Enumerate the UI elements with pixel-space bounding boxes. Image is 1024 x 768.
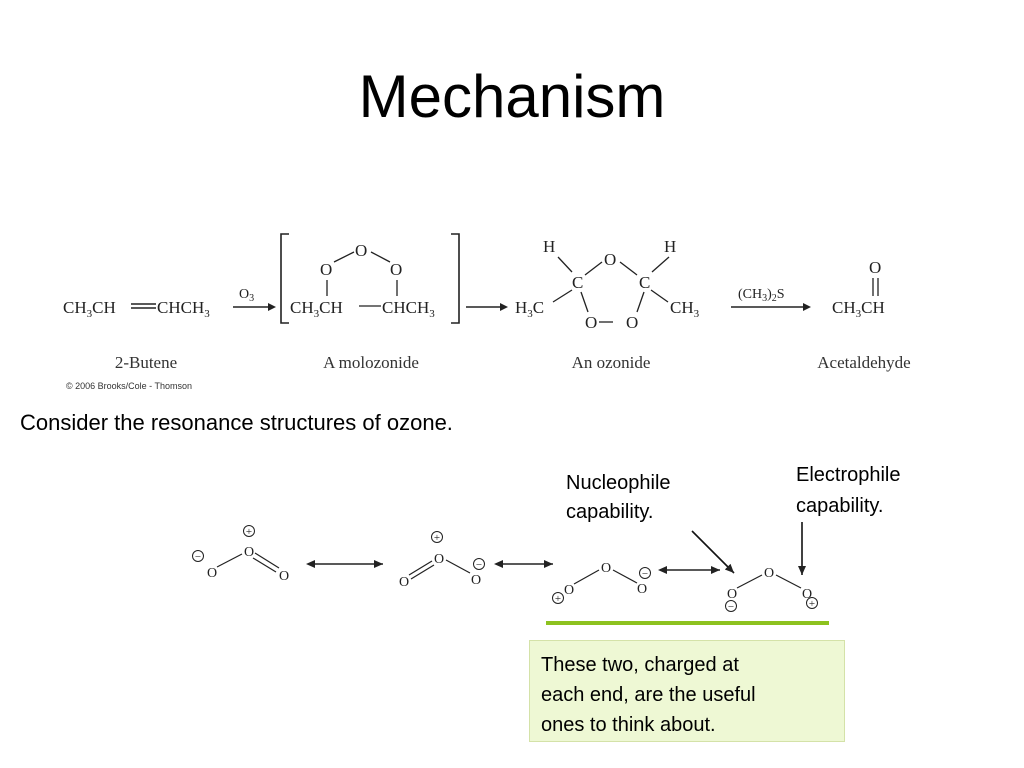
electrophile-line-1: Electrophile: [796, 464, 901, 486]
minus-sign: −: [642, 568, 648, 580]
svg-text:H3C: H3C: [515, 298, 544, 320]
note-line-3: ones to think about.: [541, 714, 716, 736]
svg-text:O: O: [626, 313, 638, 332]
label-acetaldehyde: Acetaldehyde: [817, 353, 910, 372]
note-line-2: each end, are the useful: [541, 684, 756, 706]
svg-text:O: O: [390, 260, 402, 279]
svg-text:O: O: [604, 250, 616, 269]
svg-text:C: C: [572, 273, 583, 292]
plus-sign: +: [246, 526, 252, 538]
label-molozonide: A molozonide: [323, 353, 419, 372]
atom: O: [471, 573, 481, 588]
electrophile-line-2: capability.: [796, 495, 884, 517]
electrophile-label: Electrophile capability.: [796, 460, 901, 522]
nucleophile-line-1: Nucleophile: [566, 472, 671, 494]
left-bracket: [280, 233, 289, 324]
atom: O: [399, 575, 409, 590]
copyright-text: © 2006 Brooks/Cole - Thomson: [66, 381, 192, 391]
label-ozonide: An ozonide: [572, 353, 651, 372]
plus-charge: [806, 597, 818, 609]
svg-text:O: O: [869, 258, 881, 277]
minus-charge: [725, 600, 737, 612]
svg-text:CHCH3: CHCH3: [157, 298, 210, 320]
svg-text:H: H: [543, 237, 555, 256]
plus-sign: +: [555, 593, 561, 605]
minus-charge: [639, 567, 651, 579]
svg-text:O: O: [355, 241, 367, 260]
note-line-1: These two, charged at: [541, 654, 739, 676]
svg-text:CH3CH: CH3CH: [832, 298, 885, 320]
atom: O: [244, 545, 254, 560]
atom: O: [637, 582, 647, 597]
svg-text:O: O: [585, 313, 597, 332]
minus-charge: [192, 550, 204, 562]
note-box: These two, charged at each end, are the …: [529, 640, 845, 742]
atom: O: [764, 566, 774, 581]
minus-charge: [473, 558, 485, 570]
plus-charge: [243, 525, 255, 537]
atom: O: [802, 587, 812, 602]
nucleophile-label: Nucleophile capability.: [566, 469, 671, 527]
atom: O: [207, 566, 217, 581]
consider-text: Consider the resonance structures of ozo…: [20, 410, 453, 435]
svg-text:H: H: [664, 237, 676, 256]
atom: O: [279, 569, 289, 584]
plus-charge: [552, 592, 564, 604]
atom: O: [564, 583, 574, 598]
right-bracket: [451, 233, 460, 324]
svg-text:C: C: [639, 273, 650, 292]
nucleophile-pointer-arrow: [691, 530, 735, 574]
minus-sign: −: [195, 551, 201, 563]
minus-sign: −: [728, 601, 734, 613]
nucleophile-line-2: capability.: [566, 501, 654, 523]
label-2-butene: 2-Butene: [115, 353, 177, 372]
svg-text:O: O: [320, 260, 332, 279]
atom: O: [727, 587, 737, 602]
svg-text:CH3: CH3: [670, 298, 700, 320]
atom: O: [434, 552, 444, 567]
svg-text:CHCH3: CHCH3: [382, 298, 435, 320]
atom: O: [601, 561, 611, 576]
plus-sign: +: [434, 532, 440, 544]
minus-sign: −: [476, 559, 482, 571]
svg-text:CH3CH: CH3CH: [290, 298, 343, 320]
plus-charge: [431, 531, 443, 543]
plus-sign: +: [809, 598, 815, 610]
slide-title: Mechanism: [358, 63, 666, 130]
butene-formula: CH3CH: [63, 298, 116, 320]
